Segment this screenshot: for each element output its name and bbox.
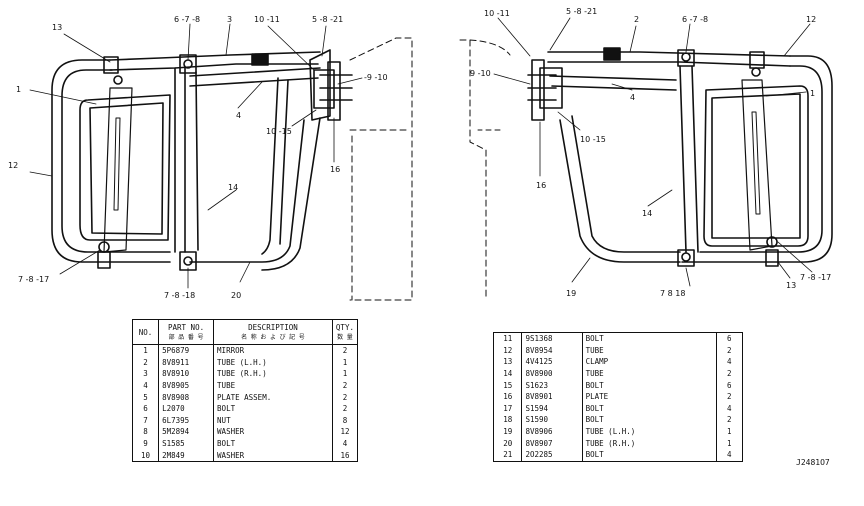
left-mirror-housing xyxy=(103,87,133,253)
callout: 1 xyxy=(810,89,815,98)
callout: 14 xyxy=(228,183,238,192)
column-header-no: NO. xyxy=(132,319,159,345)
left-mirror-assembly xyxy=(51,49,353,271)
left-brace-tube xyxy=(189,67,321,87)
column-header-part-no: PART NO. 部 品 番 号 xyxy=(158,319,214,345)
left-outer-frame-tube xyxy=(51,59,171,263)
right-outer-frame-tube xyxy=(681,55,833,263)
callout: 6 -7 -8 xyxy=(174,15,200,24)
callout: 6 -7 -8 xyxy=(682,15,708,24)
callout: 1 xyxy=(16,85,21,94)
callout: 5 -8 -21 xyxy=(312,15,343,24)
callout: 10 -15 xyxy=(266,127,292,136)
right-callouts: 10 -11 5 -8 -21 2 6 -7 -8 12 9 -10 4 1 1… xyxy=(470,7,831,298)
callout: 7 -8 -18 xyxy=(164,291,195,300)
callout: 13 xyxy=(52,23,62,32)
callout: 12 xyxy=(806,15,816,24)
column-header-description: DESCRIPTION 名 称 お よ び 記 号 xyxy=(213,319,333,345)
callout: 10 -11 xyxy=(484,9,510,18)
callout: 16 xyxy=(536,181,546,190)
callout: 13 xyxy=(786,281,796,290)
callout: 16 xyxy=(330,165,340,174)
callout: 19 xyxy=(566,289,576,298)
callout: 3 xyxy=(227,15,232,24)
column-header-qty: QTY. 数 量 xyxy=(331,319,358,345)
callout: 2 xyxy=(634,15,639,24)
callout: 7 -8 -17 xyxy=(18,275,49,284)
callout: 14 xyxy=(642,209,652,218)
right-mirror-glass xyxy=(703,85,809,247)
right-mirror-assembly xyxy=(459,39,833,301)
callout: 4 xyxy=(236,111,241,120)
left-top-tube xyxy=(109,51,321,71)
callout: 20 xyxy=(231,291,241,300)
callout: 7 8 18 xyxy=(660,289,685,298)
callout: 4 xyxy=(630,93,635,102)
callout: 10 -15 xyxy=(580,135,606,144)
callout: 12 xyxy=(8,161,18,170)
callout: 5 -8 -21 xyxy=(566,7,597,16)
callout: 7 -8 -17 xyxy=(800,273,831,282)
callout: 10 -11 xyxy=(254,15,280,24)
left-mirror-glass xyxy=(79,94,171,241)
callout: 9 -10 xyxy=(470,69,491,78)
parts-table-left: NO. PART NO. 部 品 番 号 DESCRIPTION 名 称 お よ… xyxy=(132,319,358,462)
left-cab-outline xyxy=(349,37,413,301)
table-header-row: NO. PART NO. 部 品 番 号 DESCRIPTION 名 称 お よ… xyxy=(132,319,358,345)
right-top-tube xyxy=(547,51,791,67)
left-callouts: 13 6 -7 -8 3 10 -11 5 -8 -21 1 -9 -10 4 … xyxy=(8,15,388,300)
right-mirror-housing xyxy=(741,79,773,251)
drawing-reference-number: J2481O7 xyxy=(796,458,830,467)
callout: -9 -10 xyxy=(364,73,388,82)
